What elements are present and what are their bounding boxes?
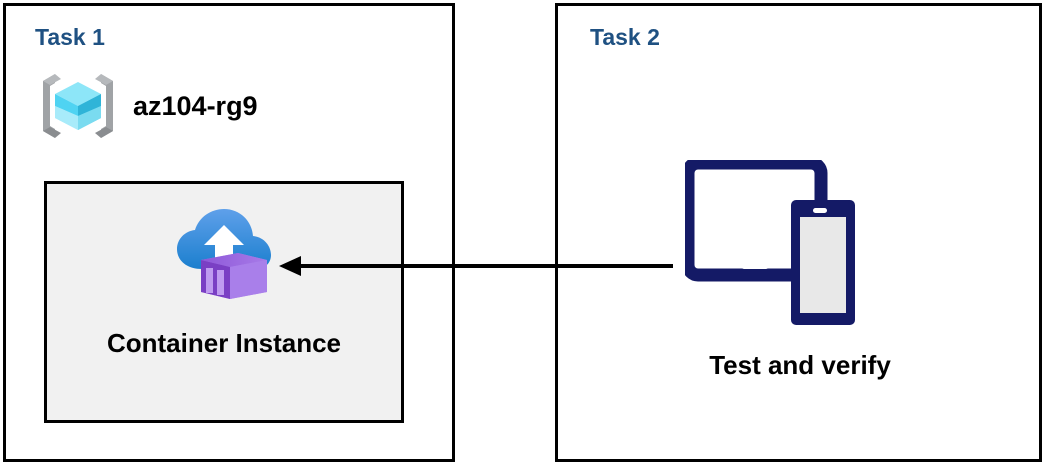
devices-label: Test and verify — [709, 350, 891, 380]
azure-container-instances-icon — [177, 209, 271, 299]
resource-group-label: az104-rg9 — [133, 90, 258, 121]
resource-group-row: az104-rg9 — [37, 68, 258, 144]
container-instance-box: Container Instance — [44, 181, 404, 423]
azure-resource-group-icon — [43, 74, 113, 138]
panel-task-1-title: Task 1 — [35, 24, 105, 50]
container-instance-label: Container Instance — [106, 328, 342, 358]
devices-tablet-phone-icon — [685, 160, 855, 325]
panel-task-1: Task 1 az104-rg9 — [3, 3, 455, 462]
panel-task-2-title: Task 2 — [590, 24, 660, 50]
